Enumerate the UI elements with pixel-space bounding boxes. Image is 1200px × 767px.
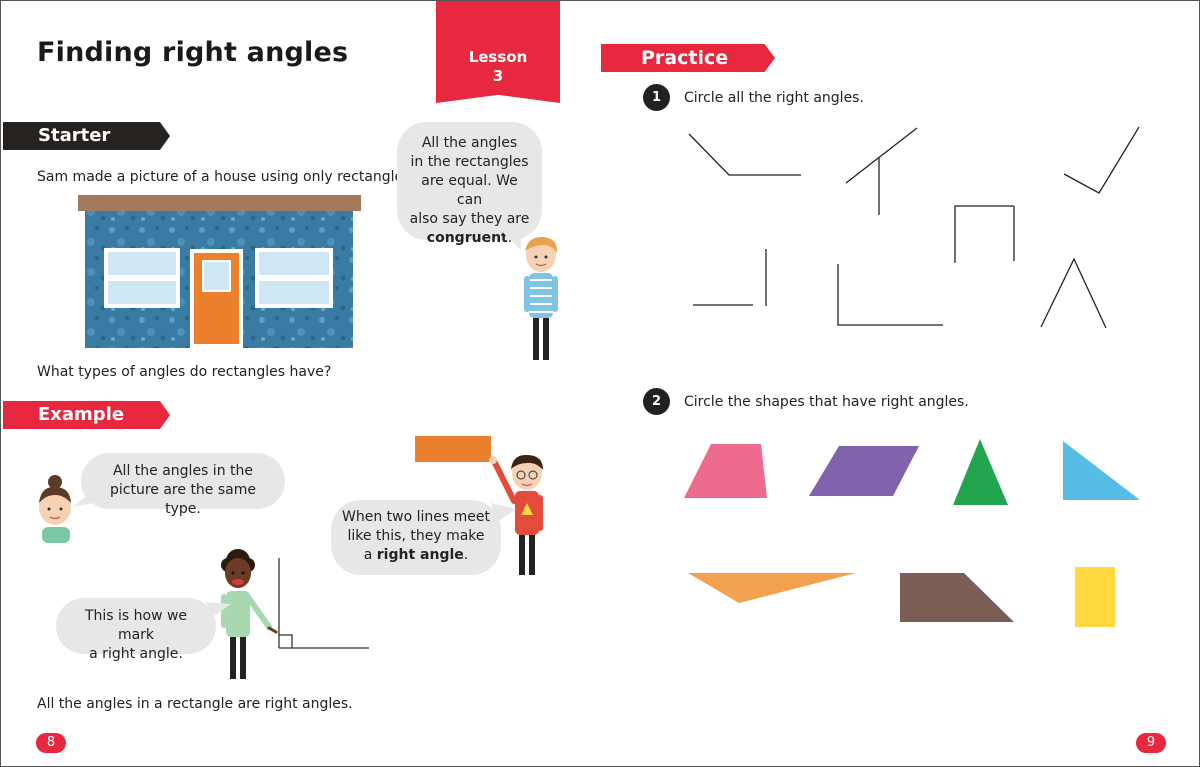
house-window-left: [104, 248, 180, 308]
bubble-tail: [206, 602, 231, 618]
yellow-rectangle[interactable]: [1075, 567, 1115, 627]
page-number-right: 9: [1136, 733, 1166, 753]
starter-intro: Sam made a picture of a house using only…: [37, 169, 415, 185]
page-number-left: 8: [36, 733, 66, 753]
house-illustration: [78, 195, 361, 348]
question-1-text: Circle all the right angles.: [684, 90, 864, 106]
brown-right-trapezium[interactable]: [900, 573, 1014, 622]
angle-c[interactable]: [1063, 126, 1140, 194]
lesson-label: Lesson: [468, 48, 528, 66]
speech-bubble-right-angle: When two lines meet like this, they make…: [331, 500, 501, 575]
blue-right-triangle[interactable]: [1063, 441, 1140, 500]
green-triangle[interactable]: [953, 439, 1008, 505]
house-roof: [78, 195, 361, 211]
speech-bubble-same-type: All the angles in the picture are the sa…: [81, 453, 285, 517]
angle-right-corner[interactable]: [953, 205, 1015, 265]
example-banner: Example: [3, 401, 170, 429]
orange-triangle[interactable]: [688, 573, 856, 603]
boy-curly-hair-character: [221, 549, 278, 679]
lesson-ribbon: Lesson 3: [436, 1, 560, 103]
angle-e[interactable]: [693, 249, 767, 306]
angle-b[interactable]: [845, 127, 918, 215]
house-door: [190, 249, 243, 348]
example-conclusion: All the angles in a rectangle are right …: [37, 696, 353, 712]
speech-bubble-mark: This is how we mark a right angle.: [56, 598, 216, 662]
boy-glasses-character: [489, 454, 543, 575]
shape-figures: [684, 439, 1140, 627]
girl-character: [39, 475, 71, 543]
question-1-number: 1: [643, 84, 670, 111]
angle-f[interactable]: [837, 264, 943, 326]
term-congruent: congruent: [426, 230, 508, 246]
angle-a[interactable]: [688, 133, 801, 176]
speech-bubble-congruent: All the angles in the rectangles are equ…: [397, 122, 542, 246]
page-title: Finding right angles: [37, 37, 349, 68]
orange-rectangle-example: [415, 436, 491, 462]
angle-figures: [688, 126, 1140, 329]
starter-question: What types of angles do rectangles have?: [37, 364, 332, 380]
bubble-tail: [73, 489, 103, 507]
bubble-tail: [496, 226, 521, 250]
lesson-number: 3: [492, 67, 504, 85]
bubble-tail: [491, 503, 516, 523]
question-2-text: Circle the shapes that have right angles…: [684, 394, 969, 410]
boy-striped-shirt-character: [524, 236, 558, 360]
house-window-right: [255, 248, 333, 308]
question-2-number: 2: [643, 388, 670, 415]
angle-g[interactable]: [1040, 257, 1107, 329]
purple-parallelogram[interactable]: [809, 446, 919, 496]
right-angle-mark-diagram: [278, 558, 369, 649]
term-right-angle: right angle: [376, 547, 464, 563]
starter-banner: Starter: [3, 122, 170, 150]
pink-trapezium[interactable]: [684, 444, 767, 498]
practice-banner: Practice: [601, 44, 775, 72]
